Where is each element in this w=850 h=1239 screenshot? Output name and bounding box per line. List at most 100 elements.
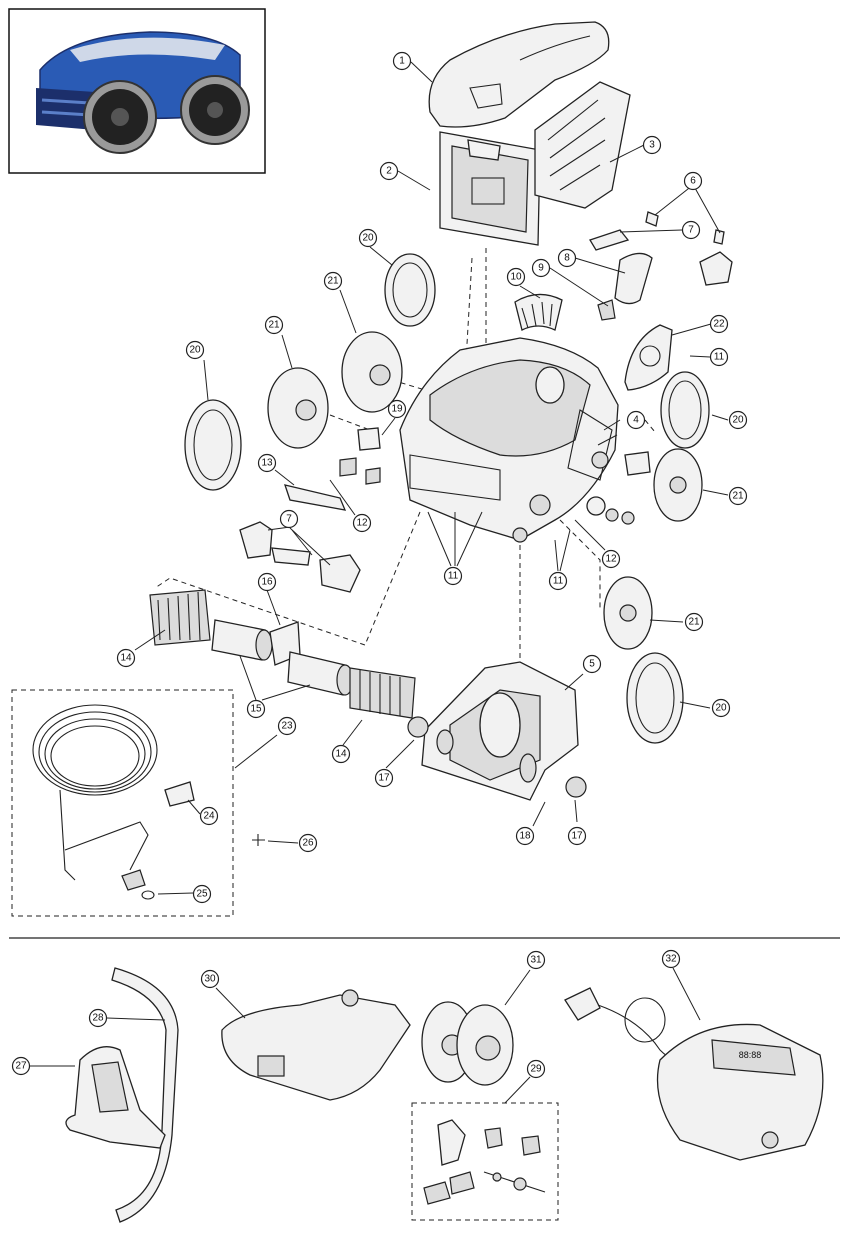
svg-text:15: 15 bbox=[250, 704, 262, 715]
svg-text:23: 23 bbox=[281, 721, 293, 732]
accessory-power-supply: 88:88 bbox=[564, 987, 824, 1161]
callout: 21 bbox=[684, 612, 704, 632]
svg-text:21: 21 bbox=[688, 617, 700, 628]
callout: 29 bbox=[526, 1059, 546, 1079]
callout: 11 bbox=[443, 566, 463, 586]
svg-text:12: 12 bbox=[356, 518, 368, 529]
svg-text:14: 14 bbox=[335, 749, 347, 760]
svg-text:20: 20 bbox=[189, 345, 201, 356]
callout: 6 bbox=[683, 171, 703, 191]
svg-text:8: 8 bbox=[564, 253, 570, 264]
svg-text:20: 20 bbox=[715, 703, 727, 714]
callout: 12 bbox=[601, 549, 621, 569]
svg-text:7: 7 bbox=[286, 514, 292, 525]
svg-text:3: 3 bbox=[649, 140, 655, 151]
callout: 14 bbox=[331, 744, 351, 764]
svg-text:22: 22 bbox=[713, 319, 725, 330]
product-photo-inset bbox=[8, 8, 266, 174]
svg-text:5: 5 bbox=[589, 659, 595, 670]
part-top-cover bbox=[428, 21, 610, 128]
svg-text:9: 9 bbox=[538, 263, 544, 274]
callout: 32 bbox=[661, 949, 681, 969]
svg-text:32: 32 bbox=[665, 954, 677, 965]
callout: 10 bbox=[506, 267, 526, 287]
part-couplings bbox=[339, 427, 651, 525]
callout: 22 bbox=[709, 314, 729, 334]
callout: 20 bbox=[728, 410, 748, 430]
svg-text:26: 26 bbox=[302, 838, 314, 849]
callout: 27 bbox=[11, 1056, 31, 1076]
svg-text:25: 25 bbox=[196, 889, 208, 900]
accessory-clip bbox=[65, 1046, 166, 1149]
accessory-clip-kit bbox=[423, 1119, 546, 1205]
callout: 24 bbox=[199, 806, 219, 826]
display-readout: 88:88 bbox=[739, 1050, 762, 1060]
svg-text:21: 21 bbox=[268, 320, 280, 331]
callout: 15 bbox=[246, 699, 266, 719]
svg-text:21: 21 bbox=[327, 276, 339, 287]
tracks bbox=[184, 253, 710, 744]
svg-text:16: 16 bbox=[261, 577, 273, 588]
assembly-guides bbox=[11, 248, 656, 1221]
callout: 18 bbox=[515, 826, 535, 846]
callout: 25 bbox=[192, 884, 212, 904]
callout: 28 bbox=[88, 1008, 108, 1028]
svg-text:7: 7 bbox=[688, 225, 694, 236]
callout: 17 bbox=[374, 768, 394, 788]
svg-text:11: 11 bbox=[448, 571, 459, 582]
svg-text:28: 28 bbox=[92, 1013, 104, 1024]
callout: 1 bbox=[392, 51, 412, 71]
callout: 23 bbox=[277, 716, 297, 736]
gears bbox=[407, 716, 587, 798]
svg-text:18: 18 bbox=[519, 831, 531, 842]
svg-text:13: 13 bbox=[261, 458, 273, 469]
callout: 9 bbox=[531, 258, 551, 278]
svg-text:14: 14 bbox=[120, 653, 132, 664]
callout: 21 bbox=[323, 271, 343, 291]
callout: 20 bbox=[185, 340, 205, 360]
callout: 11 bbox=[548, 571, 568, 591]
callout: 11 bbox=[709, 347, 729, 367]
part-impeller bbox=[514, 293, 563, 331]
svg-text:11: 11 bbox=[714, 352, 725, 363]
svg-text:30: 30 bbox=[204, 974, 216, 985]
callout: 31 bbox=[526, 950, 546, 970]
svg-text:2: 2 bbox=[386, 166, 392, 177]
part-base bbox=[421, 661, 579, 801]
accessory-wheel-kit bbox=[421, 1001, 514, 1086]
accessory-handle bbox=[111, 967, 179, 1223]
svg-text:27: 27 bbox=[15, 1061, 27, 1072]
callout: 12 bbox=[352, 513, 372, 533]
svg-text:1: 1 bbox=[399, 56, 405, 67]
svg-text:20: 20 bbox=[362, 233, 374, 244]
callout: 3 bbox=[642, 135, 662, 155]
callout: 13 bbox=[257, 453, 277, 473]
callout: 5 bbox=[582, 654, 602, 674]
leader-lines bbox=[30, 61, 729, 1104]
part-chassis bbox=[399, 337, 619, 543]
callout: 4 bbox=[626, 410, 646, 430]
brushes-rollers bbox=[149, 589, 416, 719]
svg-text:20: 20 bbox=[732, 415, 744, 426]
callout: 21 bbox=[264, 315, 284, 335]
svg-text:6: 6 bbox=[690, 176, 696, 187]
wheels bbox=[267, 331, 703, 650]
svg-text:10: 10 bbox=[510, 272, 522, 283]
callout: 30 bbox=[200, 969, 220, 989]
callout: 20 bbox=[711, 698, 731, 718]
svg-text:24: 24 bbox=[203, 811, 215, 822]
callout: 7 bbox=[681, 220, 701, 240]
part-side-bracket bbox=[624, 324, 673, 391]
svg-text:31: 31 bbox=[530, 955, 542, 966]
svg-text:11: 11 bbox=[553, 576, 564, 587]
svg-text:19: 19 bbox=[391, 404, 403, 415]
svg-text:29: 29 bbox=[530, 1064, 542, 1075]
callout: 26 bbox=[298, 833, 318, 853]
svg-text:12: 12 bbox=[605, 554, 617, 565]
svg-text:17: 17 bbox=[571, 831, 583, 842]
part-small-clips bbox=[589, 211, 733, 321]
callout: 16 bbox=[257, 572, 277, 592]
svg-text:21: 21 bbox=[732, 491, 744, 502]
callout: 21 bbox=[728, 486, 748, 506]
